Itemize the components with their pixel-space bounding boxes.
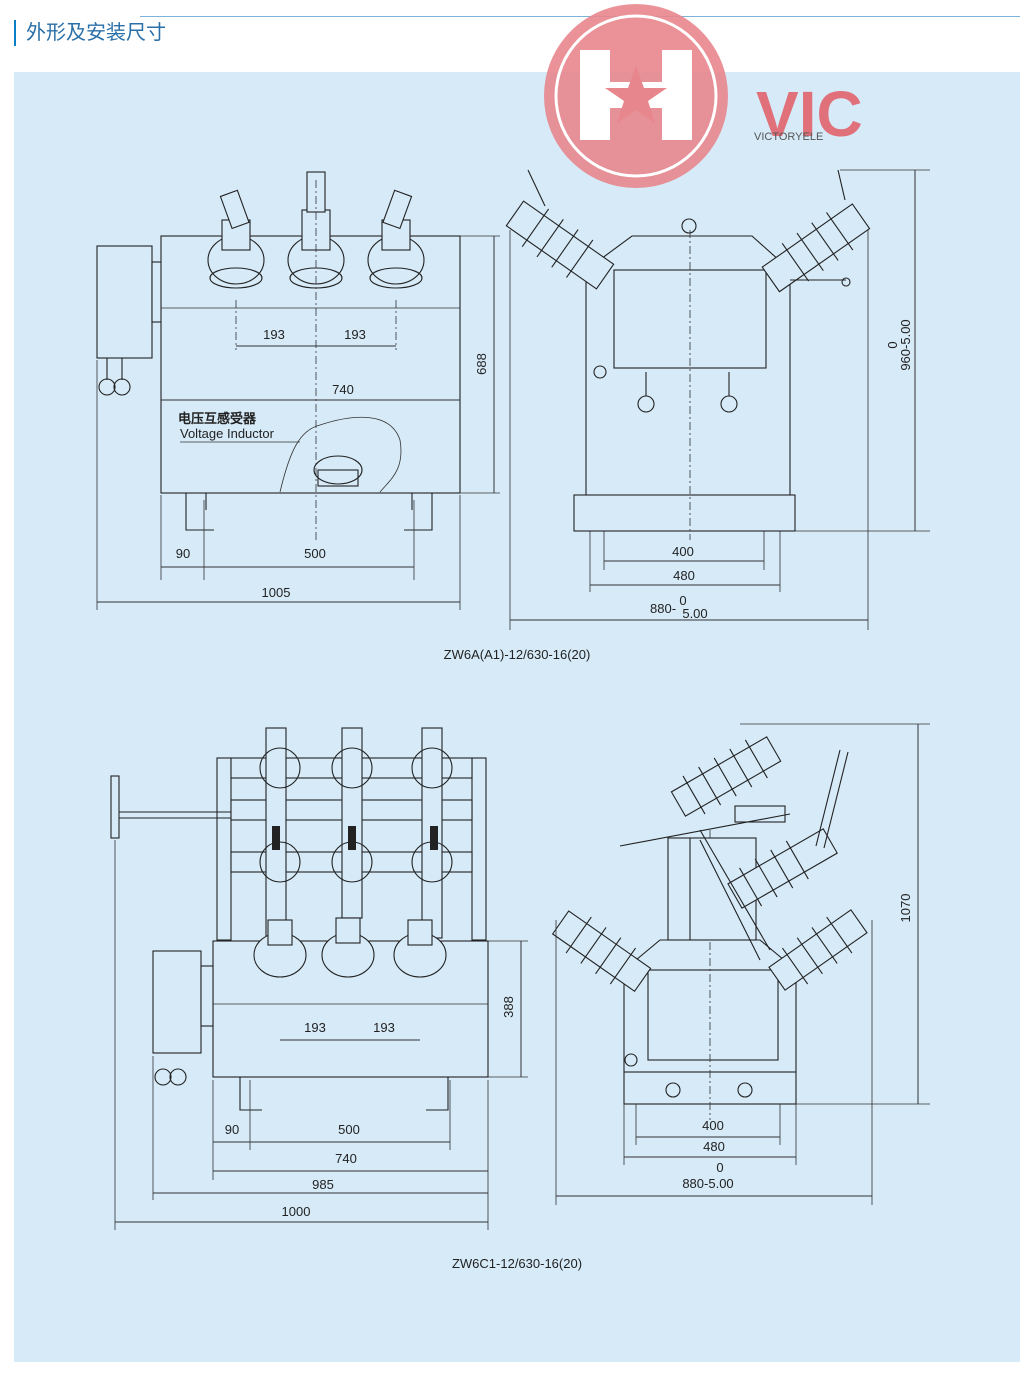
bushing-group-bottom	[253, 917, 447, 978]
dim-90-bottom: 90	[225, 1122, 239, 1137]
dim-90: 90	[176, 546, 190, 561]
vic-logo: VIC VICTORYELE	[544, 4, 863, 188]
page-title: 外形及安装尺寸	[14, 20, 166, 46]
model-label-top: ZW6A(A1)-12/630-16(20)	[444, 647, 591, 662]
side-tol-top-bottom: 0	[716, 1160, 723, 1175]
top-front-view: 193 193 740 688 电压互感受器 Voltage Inductor …	[96, 171, 500, 610]
dim-388: 388	[501, 996, 516, 1018]
model-label-bottom: ZW6C1-12/630-16(20)	[452, 1256, 582, 1271]
dim-480-bottom: 480	[703, 1139, 725, 1154]
dim-193-a: 193	[263, 327, 285, 342]
dim-740: 740	[332, 382, 354, 397]
dim-193-d: 193	[373, 1020, 395, 1035]
top-side-view: 0 960-5.00 400 480 880- 0 5.00	[505, 169, 930, 630]
star-icon	[605, 66, 667, 123]
bottom-front-view: 193 193 388 90 500 740 985 1000	[110, 727, 528, 1230]
logo-mark: VIC	[756, 78, 863, 150]
dim-880-nominal: 880-	[650, 601, 676, 616]
dim-880-lower: 5.00	[682, 606, 707, 621]
bottom-side-view: 1070 400 480 0 880-5.00	[551, 723, 930, 1205]
vt-label-en: Voltage Inductor	[180, 426, 275, 441]
isolator-blades	[259, 727, 453, 939]
dim-400-bottom: 400	[702, 1118, 724, 1133]
vt-label-cn: 电压互感受器	[178, 411, 257, 426]
side-tol-top: 0	[885, 341, 900, 348]
dim-193-b: 193	[344, 327, 366, 342]
dim-1005: 1005	[262, 585, 291, 600]
dim-1070: 1070	[898, 894, 913, 923]
dim-688: 688	[474, 353, 489, 375]
dim-880-bottom: 880-5.00	[682, 1176, 733, 1191]
dim-500: 500	[304, 546, 326, 561]
dim-880-upper: 0	[679, 593, 686, 608]
dim-400-top: 400	[672, 544, 694, 559]
dim-193-c: 193	[304, 1020, 326, 1035]
header-rule	[140, 16, 1020, 17]
logo-subtitle: VICTORYELE	[754, 131, 823, 143]
bushing-group	[207, 171, 425, 289]
dim-960: 960-5.00	[898, 319, 913, 370]
dim-985: 985	[312, 1177, 334, 1192]
dim-1000: 1000	[282, 1204, 311, 1219]
dim-480-top: 480	[673, 568, 695, 583]
dim-740-bottom: 740	[335, 1151, 357, 1166]
dim-500-bottom: 500	[338, 1122, 360, 1137]
